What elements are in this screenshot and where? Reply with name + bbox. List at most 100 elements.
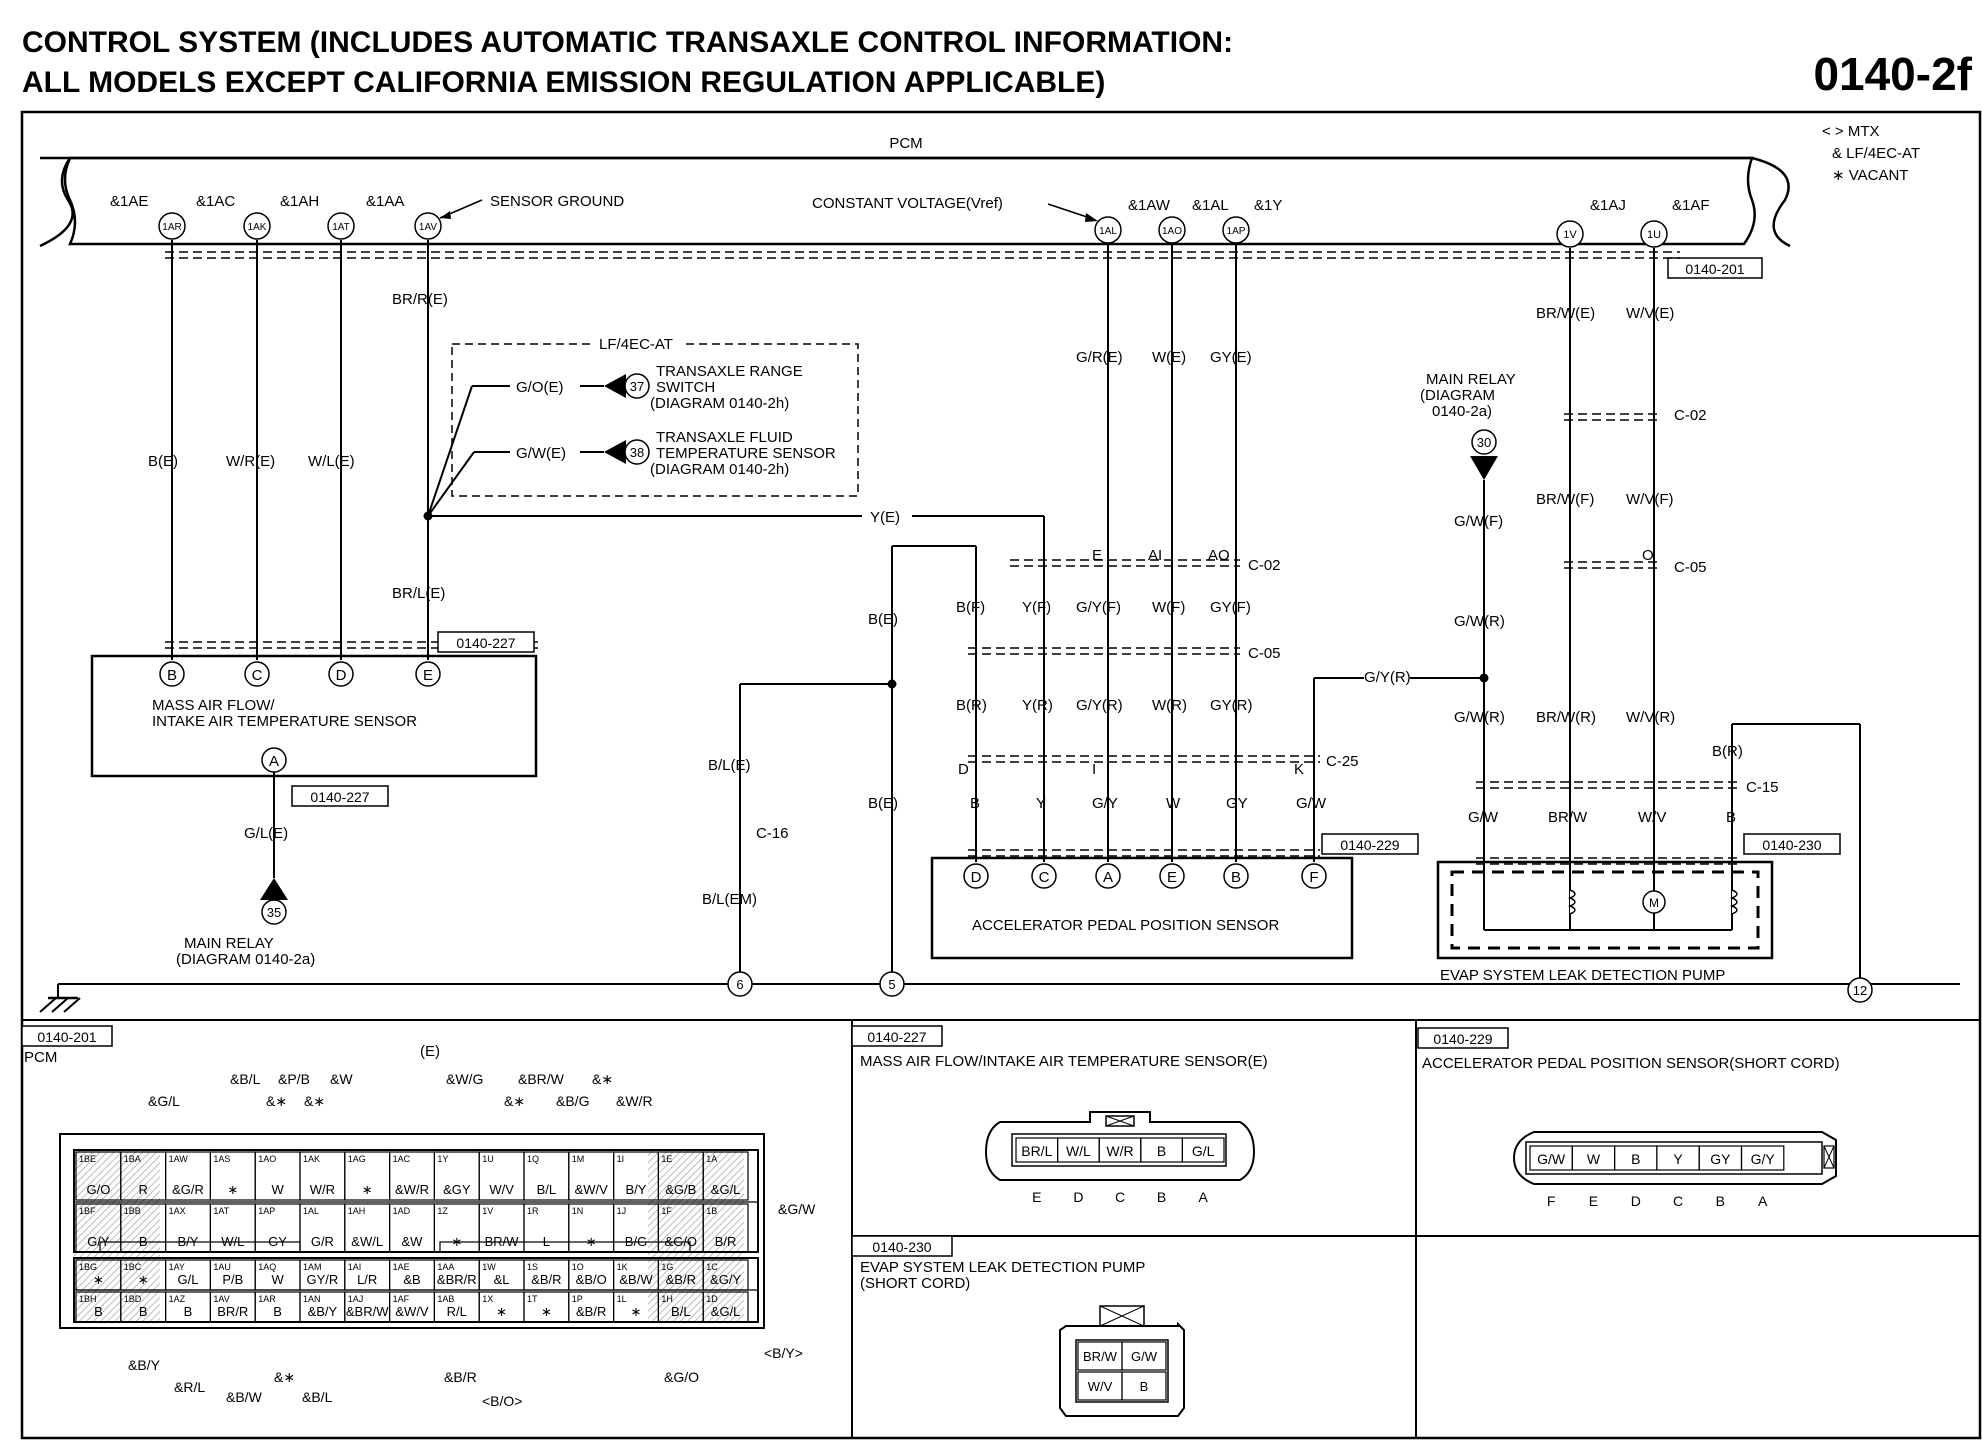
wire-label: W(E) — [1152, 349, 1186, 366]
pin-callout: &W/R — [616, 1093, 653, 1109]
maf-pin: E — [423, 667, 433, 684]
terminal-pin: 1AT — [332, 222, 350, 233]
apps-pin: C — [1039, 869, 1050, 886]
apps-pin-letter: A — [1758, 1193, 1768, 1209]
c16-wire: B/L(E) C-16 B/L(EM) — [702, 757, 789, 908]
pcm-ref: 0140-201 — [1685, 261, 1744, 277]
wire-pin: I — [1092, 761, 1096, 778]
pin-number: 1BE — [79, 1154, 96, 1164]
wire-label: B — [970, 795, 980, 812]
pin-number: 1AW — [169, 1154, 189, 1164]
pin-wire-color: &B/W — [619, 1272, 653, 1287]
pin-number: 1AS — [213, 1154, 230, 1164]
pin-wire-color: &G/R — [172, 1182, 204, 1197]
pin-number: 1K — [617, 1262, 628, 1272]
pin-wire-color: ∗ — [138, 1272, 149, 1287]
pin-number: 1AP — [258, 1206, 275, 1216]
pin-wire-color: &BR/W — [346, 1304, 389, 1319]
pin-number: 1R — [527, 1206, 539, 1216]
maf-pin-color: W/L — [1066, 1143, 1091, 1159]
pin-callout: &W/G — [446, 1071, 483, 1087]
pin-callout: &G/L — [148, 1093, 180, 1109]
wire-label: G/R(E) — [1076, 349, 1123, 366]
bottom-panels — [22, 1019, 1980, 1438]
pin-number: 1AL — [303, 1206, 319, 1216]
pin-number: 1BF — [79, 1206, 96, 1216]
pin-wire-color: &B/O — [576, 1272, 607, 1287]
wire-label: Y(F) — [1022, 599, 1051, 616]
pin-number: 1AQ — [258, 1262, 276, 1272]
pin-wire-color: W/V — [489, 1182, 514, 1197]
pin-wire-color: ∗ — [227, 1182, 238, 1197]
pin-wire-color: &W/R — [395, 1182, 429, 1197]
main-relay-right-num: 30 — [1477, 435, 1491, 450]
pin-number: 1BD — [124, 1294, 142, 1304]
apps-pin: F — [1309, 869, 1318, 886]
pin-number: 1AC — [393, 1154, 411, 1164]
main-relay-left-label: (DIAGRAM 0140-2a) — [176, 951, 315, 968]
maf-ref2: 0140-227 — [310, 789, 369, 805]
maf-connector — [984, 1111, 1256, 1181]
pin-wire-color: &B — [403, 1272, 420, 1287]
wire-label: B(E) — [868, 795, 898, 812]
pin-wire-color: ∗ — [541, 1304, 552, 1319]
wire-label: B(R) — [1712, 743, 1743, 760]
wire-label: GY(E) — [1210, 349, 1252, 366]
wire-label: W/L(E) — [308, 453, 355, 470]
pin-number: 1M — [572, 1154, 585, 1164]
pin-number: 1Z — [437, 1206, 448, 1216]
pin-number: 1Q — [527, 1154, 539, 1164]
apps-pin-color: G/W — [1537, 1151, 1566, 1167]
tft-label: TEMPERATURE SENSOR — [656, 445, 836, 462]
wires-apps — [739, 244, 1484, 984]
wire-label: Y(E) — [870, 509, 900, 526]
wire-ye — [423, 511, 1045, 560]
pin-number: 1AA — [437, 1262, 454, 1272]
maf-label: MASS AIR FLOW/ — [152, 697, 275, 714]
apps-pin-letter: E — [1589, 1193, 1598, 1209]
main-relay-right-label: (DIAGRAM — [1420, 387, 1495, 404]
wire-label: GY(F) — [1210, 599, 1251, 616]
connector-label: C-16 — [756, 825, 789, 842]
coil-icon — [1729, 889, 1738, 915]
pin-wire-color: &BR/R — [437, 1272, 477, 1287]
constant-voltage-label: CONSTANT VOLTAGE(Vref) — [812, 195, 1003, 212]
terminal-pin: 1AL — [1099, 226, 1117, 237]
evap-ref: 0140-230 — [1762, 837, 1821, 853]
panel-title: (SHORT CORD) — [860, 1275, 970, 1292]
pin-callout: &G/W — [778, 1201, 816, 1217]
pin-number: 1AR — [258, 1294, 276, 1304]
main-relay-right-label: 0140-2a) — [1432, 403, 1492, 420]
panel-title: MASS AIR FLOW/INTAKE AIR TEMPERATURE SEN… — [860, 1053, 1268, 1070]
tft-diagram-num: 38 — [630, 445, 644, 460]
terminal-tag: &1AC — [196, 193, 235, 210]
pin-wire-color: &W — [402, 1234, 424, 1249]
panel-ref: 0140-227 — [867, 1029, 926, 1045]
pin-wire-color: B/Y — [626, 1182, 647, 1197]
terminal-tag: &1AA — [366, 193, 404, 210]
wire-label: G/W — [1468, 809, 1499, 826]
connector-label: C-02 — [1674, 407, 1707, 424]
apps-pin-letter: F — [1547, 1193, 1556, 1209]
apps-pin-letter: B — [1716, 1193, 1725, 1209]
pin-callout: &∗ — [266, 1093, 287, 1109]
wire-label: G/Y(F) — [1076, 599, 1121, 616]
diagram-title-line1: CONTROL SYSTEM (INCLUDES AUTOMATIC TRANS… — [22, 26, 1233, 59]
pin-cell — [702, 1151, 749, 1201]
pin-number: 1Y — [437, 1154, 448, 1164]
apps-pin: B — [1231, 869, 1241, 886]
evap-pin-color: W/V — [1088, 1379, 1113, 1394]
pin-wire-color: &W/L — [351, 1234, 383, 1249]
terminal-pin: 1AP — [1227, 226, 1246, 237]
trs-diagram-num: 37 — [630, 379, 644, 394]
main-relay-left-num: 35 — [267, 905, 281, 920]
wire-label: W/V(E) — [1626, 305, 1674, 322]
pin-number: 1AU — [213, 1262, 231, 1272]
pin-callout: &∗ — [274, 1369, 295, 1385]
lf-4ec-at-box: LF/4EC-AT G/O(E) G/W(E) 37 38 TRANSAXLE … — [427, 336, 859, 517]
panel-title: ACCELERATOR PEDAL POSITION SENSOR(SHORT … — [1422, 1055, 1840, 1072]
apps-pin-letter: D — [1631, 1193, 1641, 1209]
apps-pin-color: G/Y — [1751, 1151, 1776, 1167]
